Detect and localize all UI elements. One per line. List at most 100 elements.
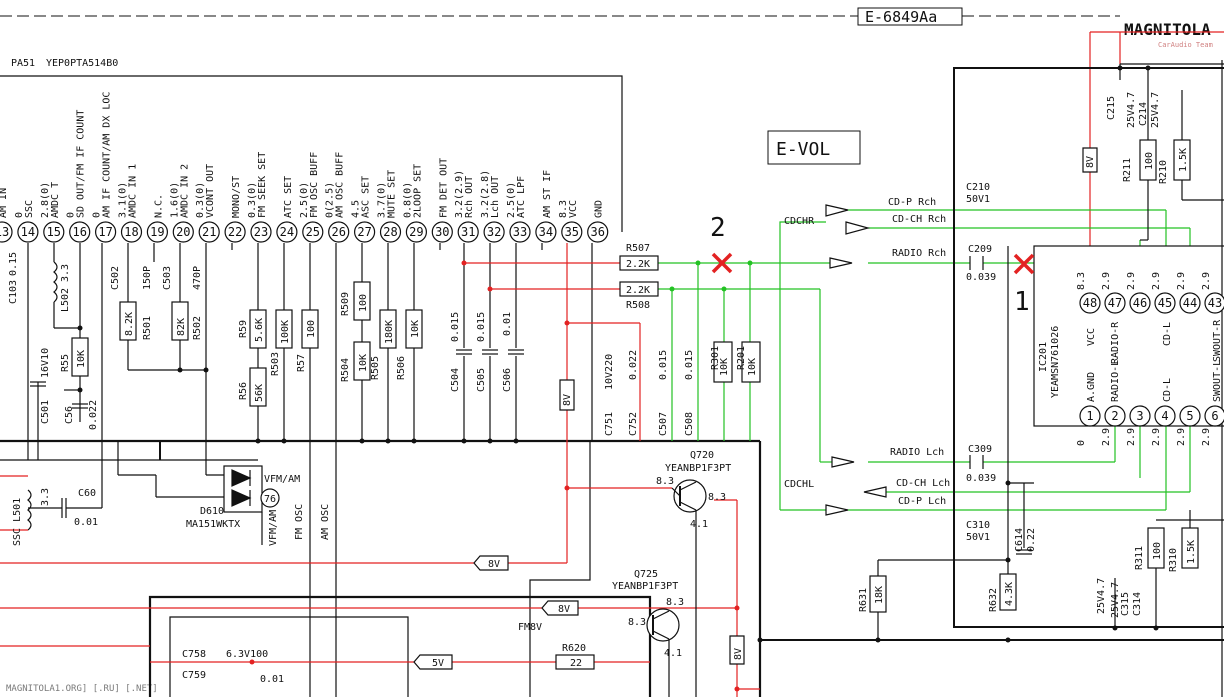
evol-swout-l: SWOUT-L [1212, 360, 1223, 402]
r55-label: R55 [60, 354, 71, 372]
evol-pin-voltage: 8.3 [1076, 272, 1087, 290]
chip-pin [43, 221, 65, 243]
chip-pin-name: 2LOOP SET [412, 164, 423, 218]
chip-pin [587, 221, 609, 243]
c751-label: C751 [604, 412, 615, 436]
doc-id: E-6849Aa [865, 8, 937, 26]
chip-pin-number: 33 [513, 225, 527, 239]
evol-pin [1154, 292, 1176, 314]
evol-pin [1104, 405, 1126, 427]
chip-pin-name: VCC [568, 200, 579, 218]
q720-v2: 8.3 [708, 492, 726, 503]
c507-value: 0.015 [658, 350, 669, 380]
c209-label: C209 [968, 244, 992, 255]
c310-label: C310 [966, 520, 990, 531]
evol-pin [1129, 405, 1151, 427]
radio-lch-label: RADIO Lch [890, 447, 944, 458]
chip-pin-voltage: 3.2(2.8) [480, 170, 491, 218]
chip-pin-name: ATC SET [283, 176, 294, 218]
chip-pin [94, 221, 117, 243]
r620-label: R620 [562, 643, 586, 654]
chip-part: YEP0PTA514B0 [46, 58, 118, 69]
r632-value: 4.3K [1004, 582, 1015, 606]
r631-label: R631 [858, 588, 869, 612]
d610-part: MA151WKTX [186, 519, 240, 530]
chip-pin-voltage: 0 [66, 212, 77, 218]
chip-pin-number: 30 [435, 225, 449, 239]
chip-pin-voltage: 3.7(0) [377, 182, 388, 218]
chip-pin-voltage: 3.2(2.9) [454, 170, 465, 218]
evol-vcc: VCC [1086, 328, 1097, 346]
cdchl-label: CDCHL [784, 479, 814, 490]
watermark-bottom: MAGNITOLA1.ORG] [.RU] [.NET] [6, 684, 158, 694]
chip-pin [69, 221, 91, 243]
transistors [646, 479, 707, 697]
r509-value: 100 [358, 294, 369, 312]
chip-pin [328, 221, 350, 243]
q720-v3: 4.1 [690, 519, 708, 530]
chip-pin-name: SD OUT/FM IF COUNT [76, 110, 87, 218]
r211-label: R211 [1122, 158, 1133, 182]
chip-pin-name: AM IN [0, 188, 9, 218]
r301-value: 10K [719, 358, 730, 376]
chip-pin-voltage: 3.1(0) [118, 182, 129, 218]
c209-value: 0.039 [966, 272, 996, 283]
chip-pin [0, 221, 13, 243]
chip-pin-number: 32 [487, 225, 501, 239]
c507-label: C507 [658, 412, 669, 436]
c214-label: C214 [1138, 102, 1149, 126]
tag-8v-b: 8V [558, 604, 570, 615]
c502-label: C502 [110, 266, 121, 290]
r210-value: 1.5K [1178, 148, 1189, 172]
c502-value: 150P [142, 266, 153, 290]
l502-label: L502 [60, 288, 71, 312]
cdp-rch-label: CD-P Rch [888, 197, 936, 208]
chip-pin-number: 22 [228, 225, 242, 239]
r211-value: 100 [1144, 152, 1155, 170]
r503-label: R503 [270, 352, 281, 376]
chip-pin-voltage: 2.8(0) [40, 182, 51, 218]
l501-label: SSC L501 [12, 498, 23, 546]
chip-pin-number: 16 [72, 225, 86, 239]
r631-value: 18K [874, 586, 885, 604]
chip-pin-name: FM OSC BUFF [309, 152, 320, 218]
c501-label: C501 [40, 400, 51, 424]
evol-radio-r: RADIO-R [1110, 321, 1121, 364]
evol-pin-number: 6 [1211, 409, 1218, 423]
q725-part: YEANBP1F3PT [612, 581, 678, 592]
evol-pin-number: 4 [1161, 409, 1168, 423]
r502-value: 82K [176, 318, 187, 336]
r59-label: R59 [238, 320, 249, 338]
evol-pin-number: 46 [1133, 296, 1147, 310]
c503-value: 470P [192, 266, 203, 290]
chip-pin-name: AM IF COUNT/AM DX LOC [102, 92, 113, 218]
c315-label: C315 [1120, 592, 1131, 616]
c215-value: 25V4.7 [1126, 92, 1137, 128]
c210-value: 50V1 [966, 194, 990, 205]
watermark-sub: CarAudio Team [1158, 41, 1213, 49]
c508-label: C508 [684, 412, 695, 436]
evol-pin-voltage: 2.9 [1151, 428, 1162, 446]
chip-pin-voltage: 0.3(0) [247, 182, 258, 218]
evol-pin [1179, 405, 1201, 427]
chip-pin-name: MUTE SET [387, 170, 398, 218]
evol-pin-number: 44 [1183, 296, 1197, 310]
chip-pin [354, 221, 376, 243]
cdch-lch-label: CD-CH Lch [896, 478, 950, 489]
fm8v-label: FM8V [518, 622, 542, 633]
evol-pin-number: 2 [1111, 409, 1118, 423]
chip-pin-name: FM SEEK SET [257, 152, 268, 218]
r57-value: 100 [306, 320, 317, 338]
r509-label: R509 [340, 292, 351, 316]
r507-value: 2.2K [626, 259, 650, 270]
r501-label: R501 [142, 316, 153, 340]
chip-pin-name: AMDC T [50, 182, 61, 218]
c501-value: 16V10 [40, 348, 51, 378]
chip-pin-number: 19 [150, 225, 164, 239]
c758-value: 6.3V100 [226, 649, 268, 660]
chip-pin [561, 221, 583, 243]
q725-v2: 8.3 [628, 617, 646, 628]
chip-pin-voltage: 2.5(0) [506, 182, 517, 218]
